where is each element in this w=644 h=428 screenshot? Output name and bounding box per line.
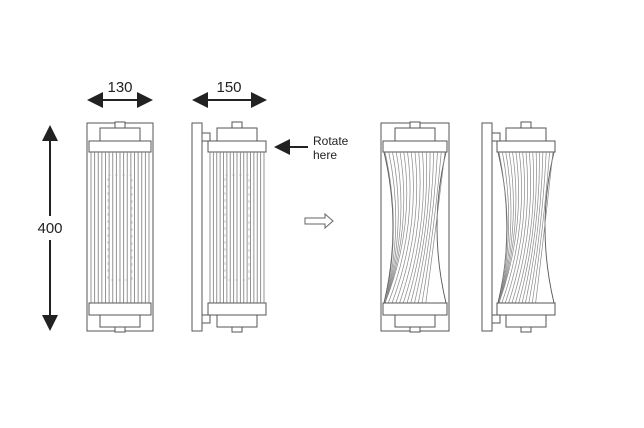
twisted-glass-rod xyxy=(498,151,514,304)
top-cap xyxy=(216,127,258,142)
bottom-tab xyxy=(520,326,532,333)
bottom-cap xyxy=(99,314,141,328)
twisted-glass-rod xyxy=(391,151,414,304)
dimension-width-side: 150 xyxy=(192,79,267,108)
top-tab xyxy=(520,121,532,129)
twisted-glass-rod xyxy=(406,151,427,304)
twisted-glass-rod xyxy=(421,151,442,304)
twisted-glass-rod xyxy=(395,151,418,304)
bottom-cap xyxy=(394,314,436,328)
twisted-glass-rod xyxy=(384,151,397,304)
top-tab xyxy=(231,121,243,129)
twisted-glass-rod xyxy=(531,151,550,304)
twisted-glass-rod xyxy=(399,151,421,304)
mount-arm xyxy=(201,132,211,142)
twisted-glass-rod xyxy=(501,151,522,304)
lamp-front-view-rotated xyxy=(380,121,450,333)
twisted-glass-rod xyxy=(498,151,517,304)
twisted-glass-rod xyxy=(498,151,519,304)
top-cap xyxy=(505,127,547,142)
top-collar xyxy=(207,140,267,153)
glass-outline xyxy=(383,151,394,304)
top-tab xyxy=(409,121,421,129)
twisted-glass-rod xyxy=(410,151,431,304)
twisted-glass-rod xyxy=(518,151,537,304)
mount-arm xyxy=(491,314,501,324)
mount-arm xyxy=(201,314,211,324)
lamp-side-view-original xyxy=(191,121,267,333)
top-collar xyxy=(88,140,152,153)
twisted-glass-rod xyxy=(384,151,394,304)
twisted-glass-rod xyxy=(384,151,405,304)
twisted-glass-rod xyxy=(528,151,547,304)
dimension-label: 400 xyxy=(37,220,62,237)
glass-outline xyxy=(436,151,447,304)
bottom-cap xyxy=(216,314,258,328)
twisted-glass-rod xyxy=(384,151,402,304)
lamp-front-view-original xyxy=(86,121,154,333)
twisted-glass-rod xyxy=(402,151,424,304)
dimension-label: 150 xyxy=(216,79,241,96)
twisted-glass-rod xyxy=(498,151,510,304)
twisted-glass-rod xyxy=(525,151,544,304)
twisted-glass-rod xyxy=(504,151,525,304)
dimension-height: 400 xyxy=(37,125,63,331)
twisted-glass-rod xyxy=(521,151,540,304)
backplate xyxy=(191,122,203,332)
bottom-collar xyxy=(382,302,448,316)
top-tab xyxy=(114,121,126,129)
glass-outline xyxy=(544,151,555,304)
twisted-glass-rod xyxy=(384,151,408,304)
twisted-glass-rod xyxy=(511,151,531,304)
rotate-annotation: Rotate here xyxy=(274,134,349,162)
twisted-glass-rod xyxy=(414,151,435,304)
backplate xyxy=(481,122,493,332)
bottom-collar xyxy=(88,302,152,316)
rotate-label-line1: Rotate xyxy=(313,134,349,148)
twisted-glass-rod xyxy=(425,151,446,304)
bottom-tab xyxy=(409,326,421,333)
top-cap xyxy=(394,127,436,142)
dimension-width-front: 130 xyxy=(87,79,153,108)
twisted-glass-rod xyxy=(515,151,535,304)
dimension-label: 130 xyxy=(107,79,132,96)
bottom-tab xyxy=(231,326,243,333)
top-collar xyxy=(382,140,448,153)
bottom-collar xyxy=(496,302,556,316)
twisted-glass-rod xyxy=(535,151,554,304)
twisted-glass-rod xyxy=(384,151,399,304)
backplate xyxy=(380,122,450,332)
top-cap xyxy=(99,127,141,142)
twisted-glass-rod xyxy=(417,151,438,304)
twisted-glass-rod xyxy=(508,151,528,304)
bulb-outline xyxy=(107,174,133,281)
twisted-glass-rod xyxy=(498,151,507,304)
mount-arm xyxy=(491,132,501,142)
bottom-collar xyxy=(207,302,267,316)
top-collar xyxy=(496,140,556,153)
bottom-tab xyxy=(114,326,126,333)
lamp-side-view-rotated xyxy=(481,121,556,333)
rotate-label-line2: here xyxy=(313,148,337,162)
bottom-cap xyxy=(505,314,547,328)
transform-arrow-icon xyxy=(304,212,334,230)
twisted-glass-rod xyxy=(387,151,411,304)
twisted-glass-rod xyxy=(498,151,512,304)
bulb-outline xyxy=(224,174,250,281)
